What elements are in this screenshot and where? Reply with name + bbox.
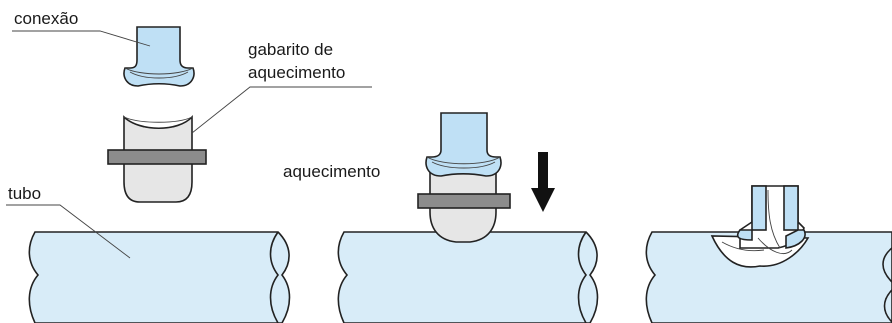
stage-3-joined — [645, 185, 892, 323]
down-arrow-icon — [531, 152, 555, 212]
pipe-stage-1 — [28, 231, 291, 323]
label-heater-jig-line2: aquecimento — [248, 63, 345, 82]
heater-jig-stage-2 — [417, 161, 511, 243]
label-heating: aquecimento — [283, 162, 380, 181]
stage-1-setup — [6, 26, 372, 323]
label-fitting: conexão — [14, 9, 78, 28]
label-heater-jig-line1: gabarito de — [248, 40, 333, 59]
fitting-stage-1 — [123, 26, 195, 87]
leader-pipe — [6, 204, 131, 259]
fitting-stage-3 — [736, 185, 806, 254]
stage-2-heating — [337, 112, 599, 323]
leader-fitting — [12, 30, 151, 47]
heater-jig-stage-1 — [107, 114, 207, 203]
label-pipe: tubo — [8, 184, 41, 203]
leader-heater-jig — [191, 86, 372, 134]
fitting-stage-2 — [425, 112, 502, 177]
pipe-stage-2 — [337, 231, 599, 323]
